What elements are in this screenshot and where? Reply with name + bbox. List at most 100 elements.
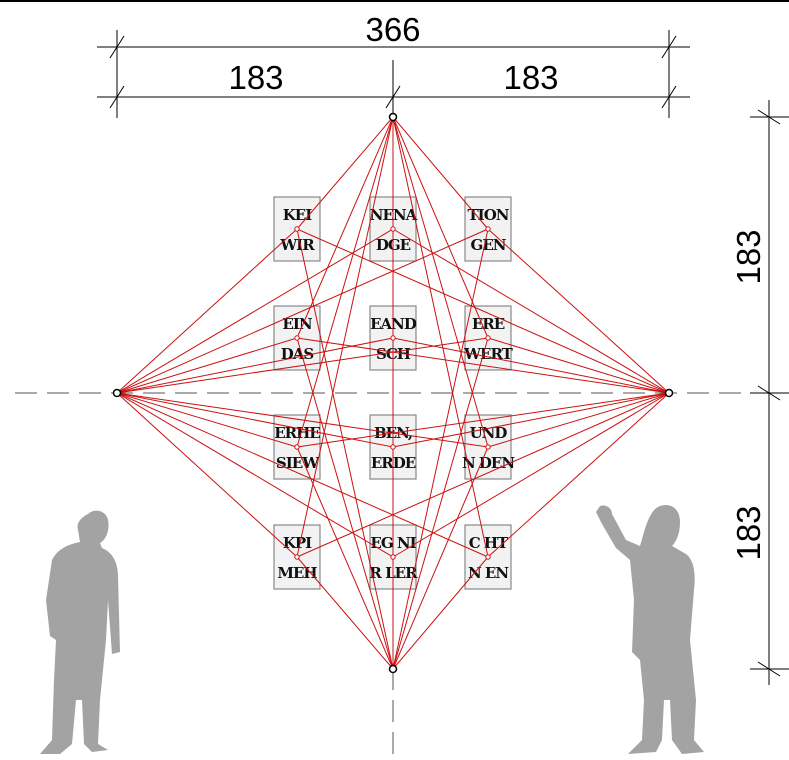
panel-attachment-point <box>294 554 300 560</box>
string-line <box>296 228 394 670</box>
human-figures <box>40 504 704 754</box>
panel-text-line1: ERHE <box>274 424 320 442</box>
panel-attachment-point <box>294 335 300 341</box>
dim-right-half-label: 183 <box>503 59 558 96</box>
string-line <box>296 392 670 558</box>
panel-text-line2: DGE <box>376 236 411 254</box>
horizontal-dimensions: 366 183 183 <box>97 11 690 118</box>
vertical-dimensions: 183 183 <box>730 100 789 685</box>
string-line <box>487 228 670 394</box>
panel-text-line1: EG NI <box>370 534 416 552</box>
string-line <box>116 392 394 558</box>
string-line <box>392 556 489 670</box>
panel-text-line1: KPI <box>283 534 312 552</box>
string-line <box>296 556 394 670</box>
tick-mark <box>661 85 677 109</box>
panel-text-line1: TION <box>468 206 510 224</box>
text-panel: ERE WERT <box>463 305 515 371</box>
panel-frame <box>464 196 512 262</box>
panel-attachment-point <box>485 226 491 232</box>
tick-mark <box>385 85 401 109</box>
string-line <box>296 446 394 670</box>
panel-attachment-point <box>485 554 491 560</box>
panel-text-line1: ERE <box>472 315 505 333</box>
dim-upper-height-label: 183 <box>730 229 767 284</box>
panel-text-line2: WIR <box>279 236 315 254</box>
tick-mark <box>757 385 781 401</box>
string-line <box>116 228 298 394</box>
string-line <box>392 228 489 670</box>
string-line <box>392 446 489 670</box>
tick-mark <box>661 35 677 59</box>
string-line <box>487 337 670 394</box>
anchor-left <box>112 388 122 398</box>
tick-mark <box>757 661 781 677</box>
panel-text-line2: ERDE <box>371 454 416 472</box>
panel-text-line2: WERT <box>463 345 513 363</box>
string-line <box>296 116 394 230</box>
panel-text-line2: SCH <box>376 345 411 363</box>
string-line <box>296 228 670 394</box>
panel-text-line2: GEN <box>471 236 507 254</box>
string-line <box>116 337 394 394</box>
person-silhouette-right <box>596 504 704 754</box>
panel-attachment-point <box>485 444 491 450</box>
string-line <box>116 337 489 394</box>
panel-text-line1: EIN <box>282 315 312 333</box>
string-line <box>116 392 298 558</box>
panel-text-line1: NENA <box>370 206 418 224</box>
string-line <box>392 116 489 448</box>
string-line <box>296 116 394 448</box>
panel-text-line1: EAND <box>370 315 417 333</box>
string-line <box>392 392 670 558</box>
string-line <box>296 392 670 448</box>
string-line <box>487 392 670 558</box>
string-line <box>116 392 489 558</box>
tick-mark <box>109 35 125 59</box>
string-line <box>116 392 298 448</box>
string-line <box>116 392 489 448</box>
person-silhouette-left <box>40 510 120 754</box>
dim-left-half-label: 183 <box>228 59 283 96</box>
string-line <box>116 337 298 394</box>
string-line <box>392 337 670 394</box>
panel-attachment-point <box>390 335 396 341</box>
string-line <box>296 337 394 670</box>
panel-text-line2: MEH <box>277 564 317 582</box>
anchor-right <box>664 388 674 398</box>
panel-grid: KEI WIR NENA DGE TION GEN EIN DAS EAND SCH ERE WERT… <box>273 196 516 590</box>
text-panel: TION GEN <box>464 196 512 262</box>
panel-attachment-point <box>294 444 300 450</box>
string-line <box>392 392 670 448</box>
panel-attachment-point <box>390 226 396 232</box>
string-line <box>392 116 489 230</box>
anchor-bottom <box>388 664 398 674</box>
panel-text-line2: N DEN <box>462 454 515 472</box>
string-line <box>392 337 489 670</box>
anchor-points <box>112 112 674 674</box>
string-line <box>392 228 670 394</box>
dim-total-width-label: 366 <box>365 11 420 48</box>
string-line <box>296 337 670 394</box>
panel-text-line2: DAS <box>281 345 314 363</box>
panel-attachment-point <box>485 335 491 341</box>
string-line <box>116 228 489 394</box>
panel-attachment-point <box>390 444 396 450</box>
panel-text-line1: KEI <box>283 206 312 224</box>
tick-mark <box>757 109 781 125</box>
panel-attachment-point <box>390 554 396 560</box>
panel-text-line1: UND <box>470 424 508 442</box>
string-lines <box>116 116 670 670</box>
string-line <box>487 392 670 448</box>
string-line <box>116 228 394 394</box>
panel-text-line2: R LER <box>369 564 418 582</box>
tick-mark <box>109 85 125 109</box>
panel-attachment-point <box>294 226 300 232</box>
dim-lower-height-label: 183 <box>730 505 767 560</box>
string-line <box>116 392 394 448</box>
panel-text-line1: C HT <box>469 534 509 552</box>
anchor-top <box>388 112 398 122</box>
panel-text-line2: SIEW <box>276 454 320 472</box>
